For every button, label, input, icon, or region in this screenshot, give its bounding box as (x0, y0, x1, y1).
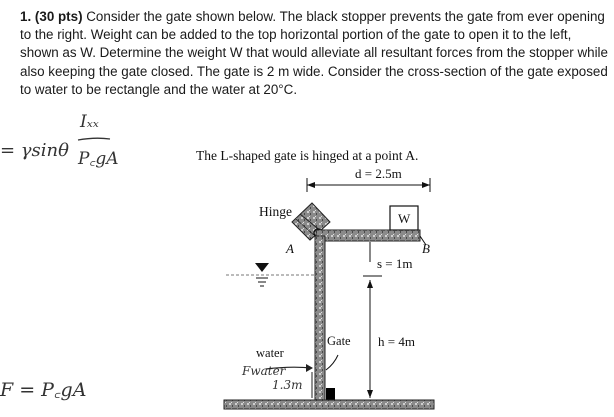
b-label: B (422, 241, 430, 256)
handwritten-depth-note: 1.3m (272, 378, 303, 392)
hinge-support (291, 202, 331, 241)
handwritten-force-formula: F = P꜀gA (0, 379, 87, 401)
handwritten-fraction-bottom: P꜀gA (78, 149, 119, 169)
hinge-label: Hinge (259, 204, 292, 219)
handwritten-fraction-top: Iₓₓ (80, 112, 99, 132)
s-label: s = 1m (377, 256, 413, 271)
problem-statement: 1. (30 pts) Consider the gate shown belo… (20, 8, 610, 99)
weight-box (389, 205, 419, 231)
water-force-arrow (265, 366, 313, 370)
dimension-d (306, 178, 431, 192)
water-surface (226, 263, 315, 287)
point-b-marker (419, 235, 427, 246)
gate-pointer (325, 354, 339, 371)
problem-number: 1. (20, 9, 32, 24)
dimension-h (367, 280, 373, 398)
stopper (326, 388, 335, 401)
w-label: W (398, 211, 411, 226)
a-label: A (286, 241, 294, 256)
ground (223, 399, 435, 410)
gate-horizontal-arm (315, 229, 421, 242)
problem-points: (30 pts) (34, 9, 83, 24)
fraction-bar (77, 137, 111, 141)
gate-vertical-leg (314, 235, 326, 401)
water-force-arrowhead (306, 364, 313, 372)
figure-caption: The L-shaped gate is hinged at a point A… (196, 148, 419, 163)
handwritten-formula-left: = γsinθ (0, 140, 69, 161)
h-label: h = 4m (378, 334, 415, 349)
problem-text: Consider the gate shown below. The black… (20, 9, 608, 97)
d-label: d = 2.5m (355, 166, 402, 181)
water-label: water (256, 346, 284, 360)
gate-label: Gate (327, 334, 351, 348)
dimension-s (363, 242, 382, 277)
